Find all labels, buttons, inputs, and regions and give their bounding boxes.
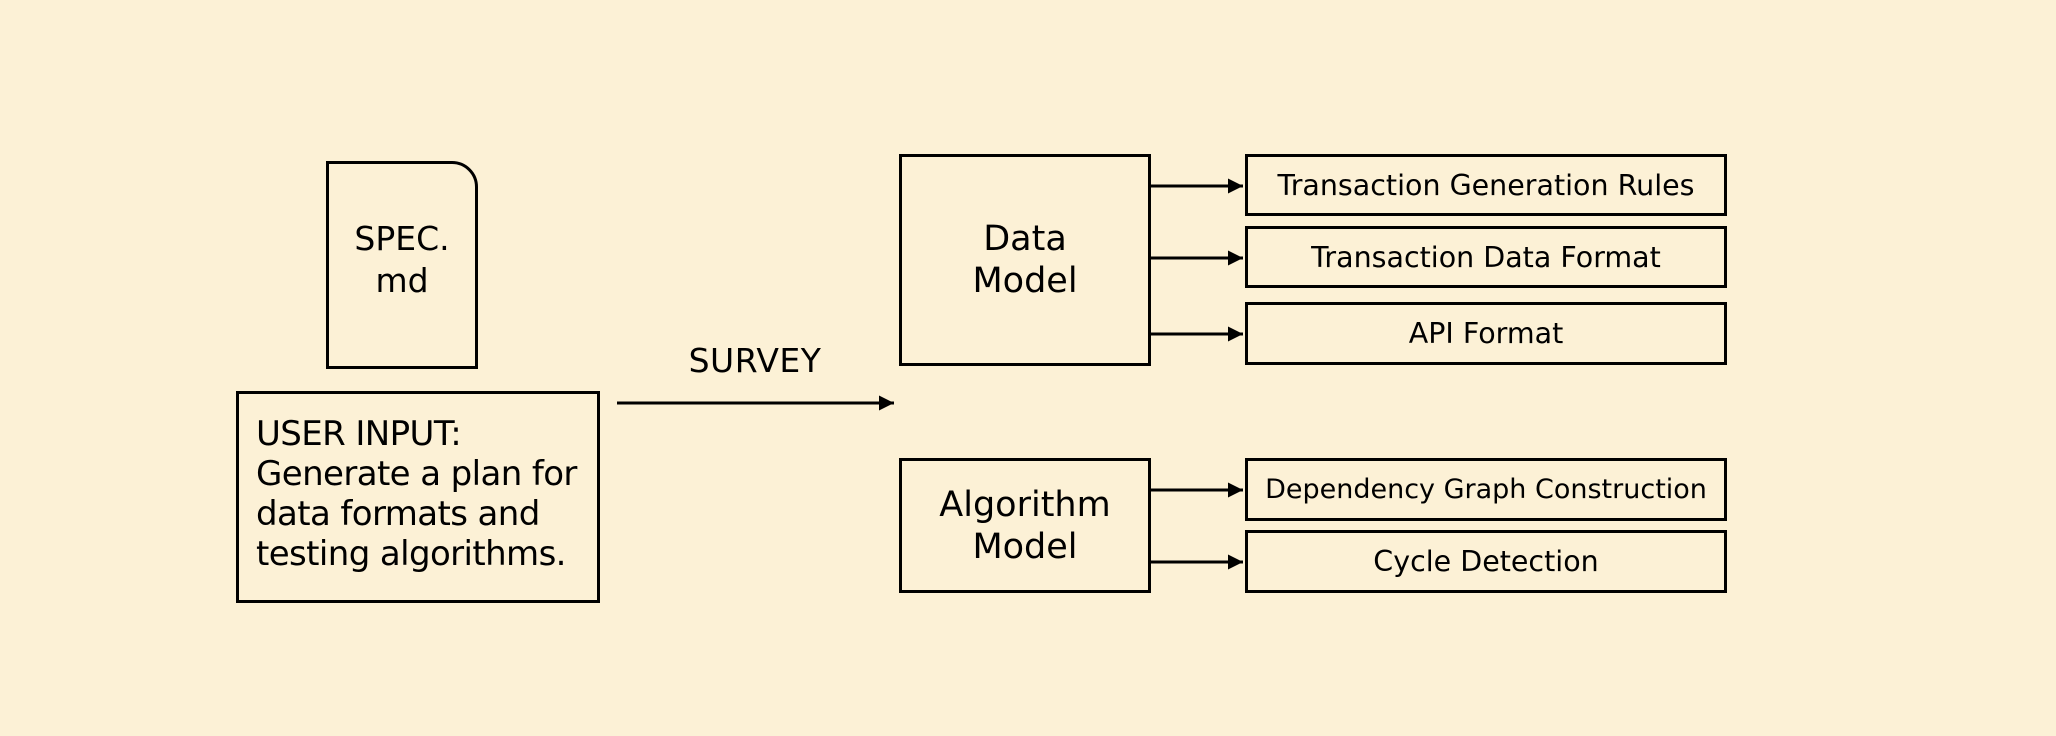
output-label: API Format: [1408, 317, 1564, 350]
output-label: Dependency Graph Construction: [1265, 474, 1707, 505]
output-node-transaction-data-format: Transaction Data Format: [1245, 226, 1727, 288]
algorithm-model-label: Algorithm Model: [939, 484, 1111, 567]
output-node-api-format: API Format: [1245, 302, 1727, 365]
spec-file-label: SPEC. md: [354, 219, 450, 300]
output-label: Cycle Detection: [1373, 545, 1599, 578]
user-input-text: USER INPUT: Generate a plan for data for…: [256, 414, 577, 574]
data-model-label: Data Model: [972, 219, 1078, 301]
output-label: Transaction Generation Rules: [1277, 168, 1695, 202]
spec-file-node: SPEC. md: [326, 161, 478, 369]
algorithm-model-node: Algorithm Model: [899, 458, 1151, 593]
output-node-transaction-generation-rules: Transaction Generation Rules: [1245, 154, 1727, 216]
user-input-box: USER INPUT: Generate a plan for data for…: [236, 391, 600, 603]
output-label: Transaction Data Format: [1311, 240, 1661, 274]
survey-label: SURVEY: [688, 341, 822, 380]
output-node-dependency-graph-construction: Dependency Graph Construction: [1245, 458, 1727, 521]
data-model-node: Data Model: [899, 154, 1151, 366]
output-node-cycle-detection: Cycle Detection: [1245, 530, 1727, 593]
